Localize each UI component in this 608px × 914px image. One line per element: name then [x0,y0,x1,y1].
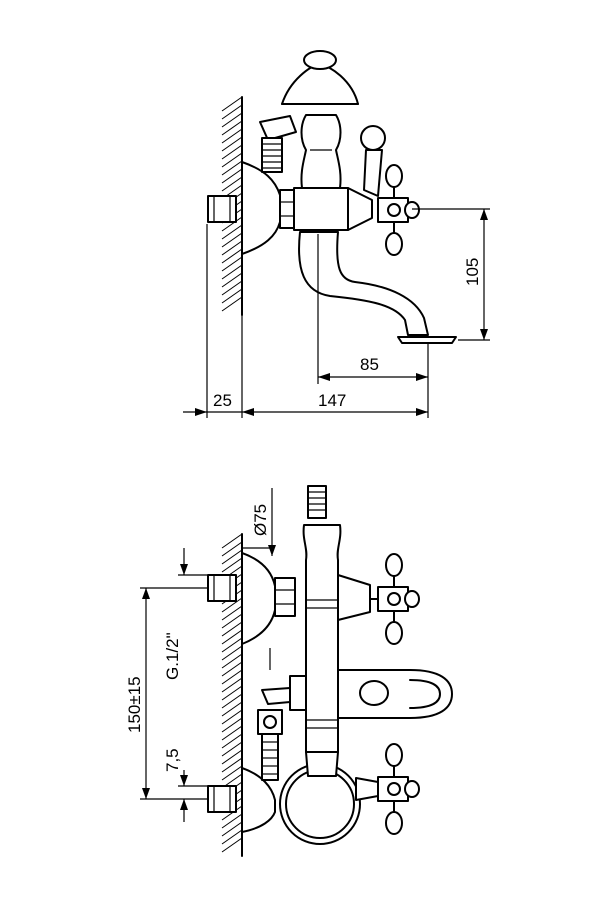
dim-centers-150: 150±15 [125,676,144,733]
hatch-line [221,677,243,693]
hatch-line [221,248,243,264]
hatch-line [221,717,243,733]
dim-wall-25: 25 [213,391,232,410]
wall-flange [241,161,281,255]
hatch-line [221,669,243,685]
hatch-line [221,104,243,120]
hatch-line [221,645,243,661]
hatch-line [221,112,243,128]
hatch-line [221,136,243,152]
dim-diameter-75: Ø75 [251,504,270,536]
wall-inlet-connector [207,195,237,223]
hatch-line [221,96,243,112]
hose-thread-side [262,143,282,169]
hose-top [307,485,327,519]
hose-bottom [261,733,279,781]
cross-handle-lower [355,743,420,835]
upper-valve-housing [337,574,371,621]
dim-spout-85: 85 [360,355,379,374]
side-view-dimensions: 105 85 25 147 [183,208,490,418]
hatch-line [221,288,243,304]
hatch-line [221,653,243,669]
hose-bottom-ribs [262,741,278,775]
hatch-line [221,216,243,232]
cross-handle-upper [369,553,420,645]
hatch-line [221,693,243,709]
hatch-line [221,160,243,176]
hatch-line [221,709,243,725]
hatch-line [221,296,243,312]
spout-front [337,669,453,719]
mixer-body [293,187,349,231]
hatch-line [221,605,243,621]
hatch-line [221,765,243,781]
hatch-line [221,541,243,557]
hatch-line [221,725,243,741]
dim-total-147: 147 [318,391,346,410]
hatch-line [221,701,243,717]
hatch-line [221,120,243,136]
hatch-line [221,661,243,677]
hatch-line [221,837,243,853]
diverter-column [300,114,342,189]
hatch-line [221,557,243,573]
spout-aerator [397,336,457,344]
hatch-line [221,280,243,296]
hatch-line [221,813,243,829]
hose-connector-side [261,137,283,173]
hatch-line [221,829,243,845]
hatch-line [221,621,243,637]
hatch-line [221,733,243,749]
dim-offset-7-5: 7,5 [163,748,182,772]
hatch-line [221,637,243,653]
hand-shower-outlet [259,115,297,141]
hatch-line [221,597,243,613]
dim-height-105: 105 [463,258,482,286]
dim-thread: G.1/2" [163,632,182,680]
hatch-line [221,685,243,701]
hatch-line [221,613,243,629]
cross-handle-side [377,164,420,256]
hatch-line [221,549,243,565]
hatch-line [221,629,243,645]
hatch-line [221,240,243,256]
hatch-line [221,224,243,240]
hatch-line [221,272,243,288]
upper-flange [241,552,276,645]
side-view [207,50,457,344]
upper-nut [274,577,296,617]
hatch-line [221,757,243,773]
hatch-line [221,741,243,757]
hatch-line [221,128,243,144]
lower-flange [241,767,276,833]
top-inlet-connector [207,574,237,602]
hatch-line [221,749,243,765]
hatch-line [221,821,243,837]
hex-nut [279,189,295,229]
hatch-line [221,152,243,168]
hatch-line [221,168,243,184]
front-view-dimensions: Ø75 G.1/2" 150±15 7,5 [125,488,276,822]
hatch-line [221,176,243,192]
spout [298,231,429,336]
lever-front [289,675,307,711]
bottom-inlet-connector [207,785,237,813]
hose-top-ribs [308,491,326,511]
hatch-line [221,144,243,160]
front-view [207,485,453,857]
hatch-line [221,232,243,248]
lever-handle-side [360,125,386,197]
vertical-body [302,524,342,753]
hatch-line [221,533,243,549]
hatch-line [221,256,243,272]
hatch-line [221,264,243,280]
